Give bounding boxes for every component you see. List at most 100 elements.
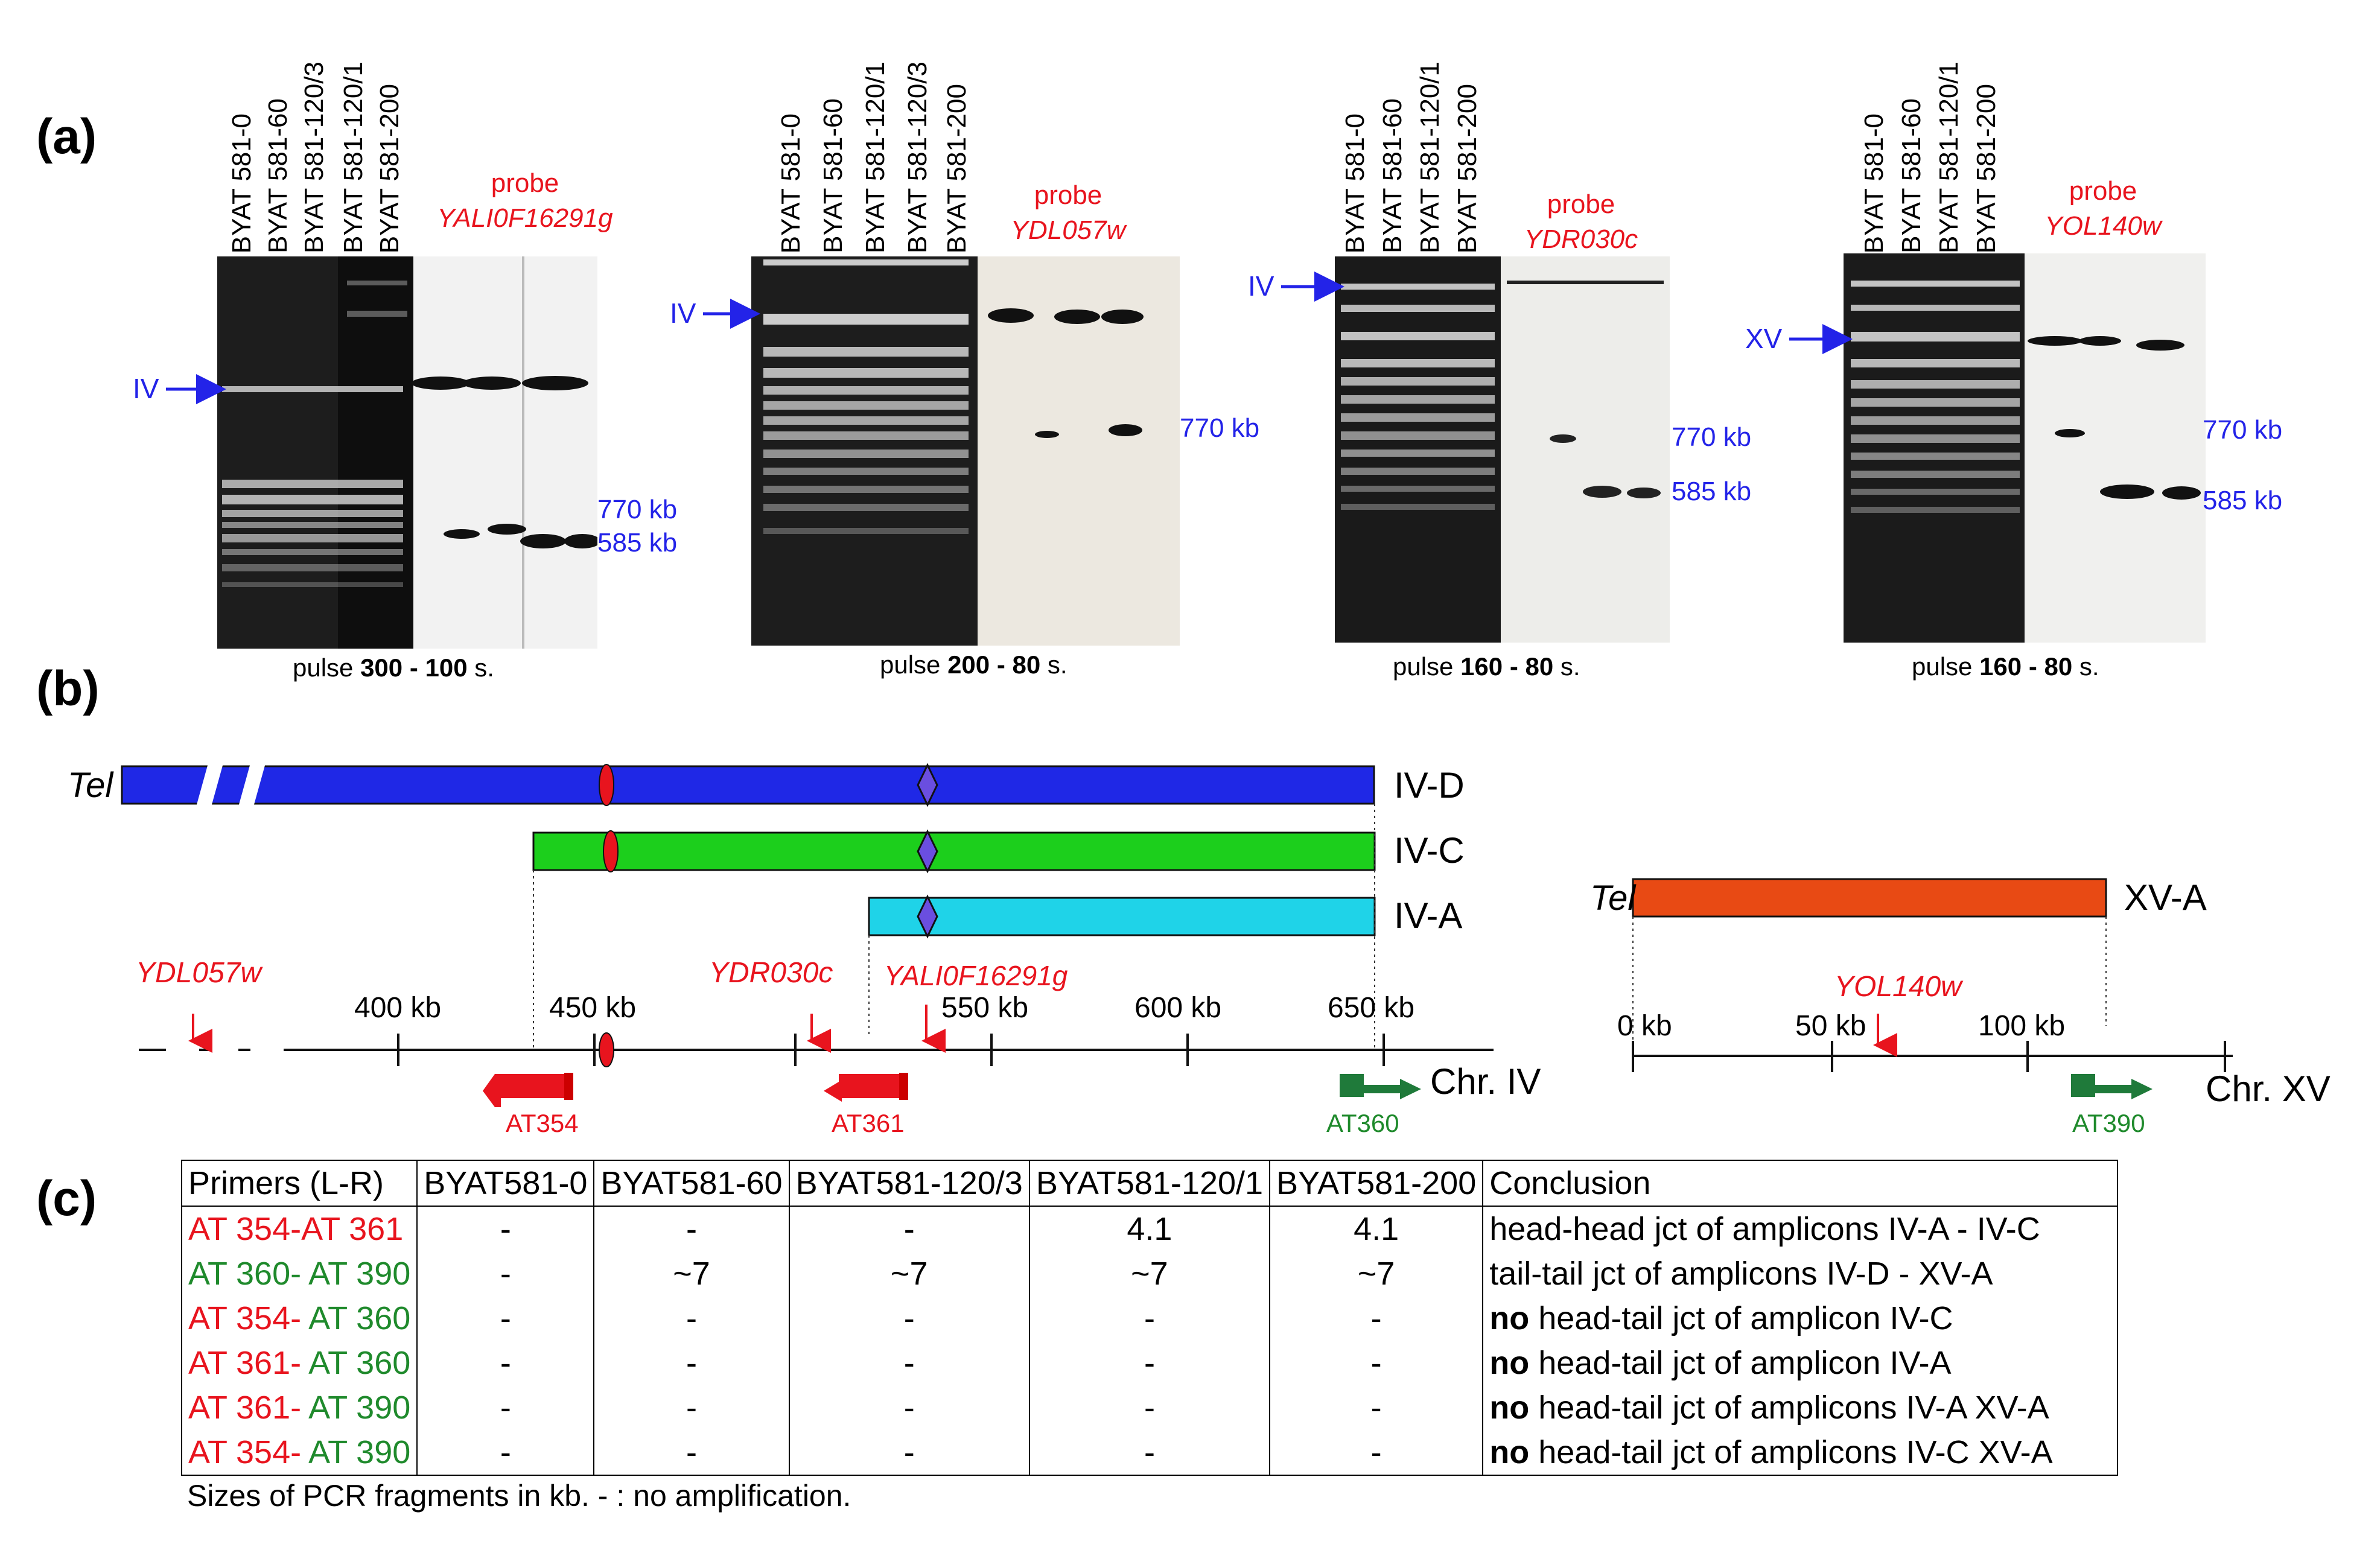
- size-label: 585 kb: [2203, 486, 2283, 515]
- lane-label: BYAT 581-60: [818, 98, 848, 253]
- primer-label: AT354: [506, 1109, 579, 1137]
- probe-gene: YDR030c: [1524, 224, 1638, 254]
- lane-label: BYAT 581-60: [263, 98, 293, 253]
- tick-label: 0 kb: [1617, 1010, 1672, 1042]
- result-cell: -: [416, 1385, 595, 1430]
- gel-image: [217, 256, 597, 649]
- panel-label-c: (c): [36, 1171, 97, 1226]
- probe-label: probe YOL140w: [2028, 174, 2178, 244]
- result-cell: -: [1269, 1385, 1484, 1430]
- result-cell: -: [788, 1296, 1030, 1341]
- table-footnote: Sizes of PCR fragments in kb. - : no amp…: [187, 1479, 851, 1513]
- primer-cell: AT 361- AT 390: [180, 1385, 418, 1430]
- lane-labels: BYAT 581-0 BYAT 581-60 BYAT 581-120/1 BY…: [772, 62, 978, 253]
- amplicon-bar-iv-a: [868, 894, 1376, 939]
- chr-label: IV: [133, 373, 159, 404]
- gene-label: YALI0F16291g: [884, 960, 1068, 991]
- primer-label: AT390: [2072, 1109, 2145, 1137]
- size-label: 770 kb: [2203, 415, 2283, 445]
- tick-label: 50 kb: [1795, 1010, 1866, 1042]
- result-cell: -: [788, 1430, 1030, 1476]
- result-cell: ~7: [593, 1251, 790, 1296]
- table-header-row: Primers (L-R) BYAT581-0 BYAT581-60 BYAT5…: [180, 1160, 2119, 1207]
- lane-label: BYAT 581-60: [1378, 98, 1407, 253]
- lane-labels: BYAT 581-0 BYAT 581-60 BYAT 581-120/1 BY…: [1337, 62, 1500, 253]
- conclusion-cell: head-head jct of amplicons IV-A - IV-C: [1482, 1206, 2119, 1251]
- lane-label: BYAT 581-120/3: [299, 62, 329, 253]
- lane-label: BYAT 581-120/3: [903, 62, 932, 253]
- chr-xv-axis: [1632, 1041, 2233, 1072]
- lane-label: BYAT 581-200: [942, 83, 972, 253]
- panel-label-b: (b): [36, 661, 100, 716]
- result-cell: -: [416, 1430, 595, 1476]
- result-cell: -: [1028, 1385, 1271, 1430]
- gene-label: YDR030c: [709, 957, 833, 989]
- conclusion-cell: no head-tail jct of amplicon IV-C: [1482, 1296, 2119, 1341]
- tick-label: 600 kb: [1134, 992, 1222, 1024]
- conclusion-cell: no head-tail jct of amplicon IV-A: [1482, 1341, 2119, 1385]
- result-cell: -: [593, 1385, 790, 1430]
- probe-label: probe YALI0F16291g: [434, 166, 616, 236]
- result-cell: -: [416, 1296, 595, 1341]
- result-cell: -: [1269, 1296, 1484, 1341]
- probe-word: probe: [1034, 180, 1102, 210]
- primer-cell: AT 354- AT 360: [180, 1296, 418, 1341]
- lane-label: BYAT 581-0: [1340, 113, 1370, 253]
- tick-label: 450 kb: [549, 992, 637, 1024]
- pcr-results-table: Primers (L-R) BYAT581-0 BYAT581-60 BYAT5…: [180, 1160, 2119, 1476]
- result-cell: -: [416, 1341, 595, 1385]
- amplicon-map: [121, 763, 2233, 1107]
- amplicon-bar-iv-c: [532, 829, 1376, 874]
- lane-label: BYAT 581-200: [375, 83, 404, 253]
- result-cell: 4.1: [1269, 1206, 1484, 1251]
- table-row: AT 354- AT 390 - - - - - no head-tail jc…: [180, 1430, 2119, 1476]
- table-row: AT 354-AT 361 - - - 4.1 4.1 head-head jc…: [180, 1206, 2119, 1251]
- result-cell: -: [593, 1296, 790, 1341]
- result-cell: ~7: [788, 1251, 1030, 1296]
- lane-label: BYAT 581-200: [1452, 83, 1482, 253]
- pulse-label: pulse 160 - 80 s.: [1912, 652, 2099, 681]
- result-cell: -: [1028, 1341, 1271, 1385]
- result-cell: -: [1269, 1430, 1484, 1476]
- result-cell: -: [416, 1251, 595, 1296]
- primer-cell: AT 354- AT 390: [180, 1430, 418, 1476]
- primer-arrow-at361: [824, 1073, 908, 1102]
- result-cell: -: [593, 1206, 790, 1251]
- result-cell: -: [1028, 1296, 1271, 1341]
- result-cell: -: [416, 1206, 595, 1251]
- result-cell: ~7: [1028, 1251, 1271, 1296]
- pulse-label: pulse 200 - 80 s.: [880, 650, 1068, 679]
- primer-cell: AT 361- AT 360: [180, 1341, 418, 1385]
- size-label: 770 kb: [1180, 413, 1260, 443]
- primer-arrow-at360: [1340, 1074, 1421, 1099]
- lane-label: BYAT 581-0: [1859, 113, 1889, 253]
- result-cell: ~7: [1269, 1251, 1484, 1296]
- primer-cell: AT 360- AT 390: [180, 1251, 418, 1296]
- primer-label: AT360: [1326, 1109, 1399, 1137]
- gel-image: [1844, 253, 2206, 643]
- probe-gene: YOL140w: [2044, 211, 2162, 241]
- table-row: AT 361- AT 390 - - - - - no head-tail jc…: [180, 1385, 2119, 1430]
- table-row: AT 361- AT 360 - - - - - no head-tail jc…: [180, 1341, 2119, 1385]
- table-header: Conclusion: [1482, 1160, 2119, 1207]
- segment-label: IV-A: [1394, 895, 1463, 936]
- table-header: BYAT581-60: [593, 1160, 790, 1207]
- amplicon-bar-iv-d: [121, 763, 1375, 807]
- tick-label: 400 kb: [354, 992, 442, 1024]
- primer-arrow-at390: [2071, 1074, 2152, 1099]
- primer-cell: AT 354-AT 361: [180, 1206, 418, 1251]
- result-cell: -: [1028, 1430, 1271, 1476]
- gene-label: YDL057w: [136, 957, 262, 989]
- probe-label: probe YDL057w: [990, 178, 1147, 248]
- conclusion-cell: no head-tail jct of amplicons IV-A XV-A: [1482, 1385, 2119, 1430]
- lane-label: BYAT 581-60: [1897, 98, 1926, 253]
- lane-label: BYAT 581-120/1: [339, 62, 368, 253]
- chr-iv-axis: [139, 1034, 1494, 1066]
- table-row: AT 354- AT 360 - - - - - no head-tail jc…: [180, 1296, 2119, 1341]
- lane-label: BYAT 581-200: [1971, 83, 2001, 253]
- conclusion-cell: no head-tail jct of amplicons IV-C XV-A: [1482, 1430, 2119, 1476]
- tick-label: 100 kb: [1978, 1010, 2066, 1042]
- lane-label: BYAT 581-0: [776, 113, 806, 253]
- primer-label: AT361: [832, 1109, 905, 1137]
- amplicon-bar-xv-a: [1632, 878, 2107, 918]
